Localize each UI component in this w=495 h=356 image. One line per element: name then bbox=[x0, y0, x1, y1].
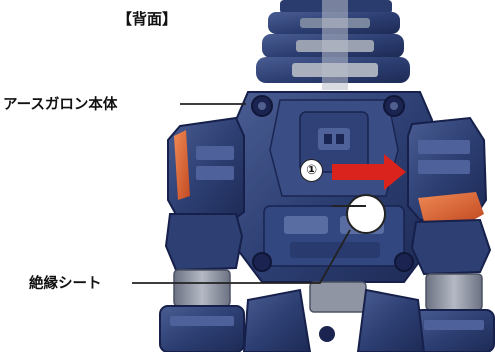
torso-back-plate bbox=[234, 91, 434, 342]
sheet-callout-label: 絶縁シート bbox=[29, 276, 102, 292]
lower-body bbox=[242, 288, 426, 353]
neck-segments bbox=[256, 0, 410, 90]
body-callout-label: アースガロン本体 bbox=[3, 97, 118, 113]
insulation-sheet-circle bbox=[346, 194, 386, 234]
right-arrow-icon bbox=[332, 154, 406, 190]
sheet-leader-line bbox=[132, 229, 351, 284]
left-shoulder-arm bbox=[159, 116, 245, 353]
right-shoulder-arm bbox=[407, 116, 495, 353]
step-number-badge: ① bbox=[300, 159, 323, 182]
view-title: 【背面】 bbox=[117, 10, 178, 28]
